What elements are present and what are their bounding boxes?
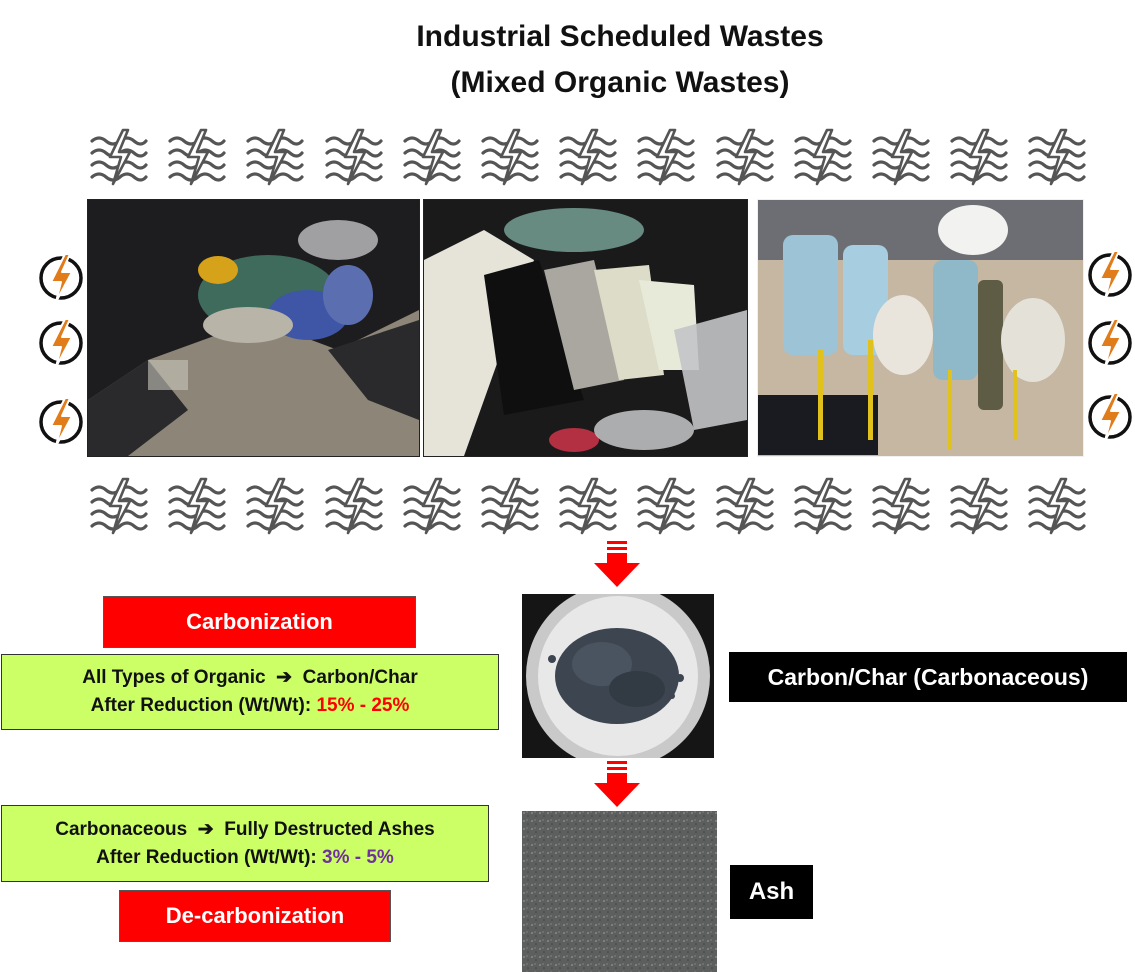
lightning-bolt-circle-icon bbox=[1087, 250, 1133, 300]
heat-wave-lightning-icon bbox=[246, 128, 304, 186]
heat-wave-lightning-icon bbox=[246, 477, 304, 535]
ash-photo bbox=[522, 811, 717, 972]
decarbonization-reduction-line: After Reduction (Wt/Wt): 3% - 5% bbox=[2, 844, 488, 872]
reduction-prefix: After Reduction (Wt/Wt): bbox=[90, 695, 312, 716]
heat-wave-lightning-icon bbox=[794, 128, 852, 186]
decarbonization-conversion-line: Carbonaceous ➔ Fully Destructed Ashes bbox=[2, 816, 488, 844]
heat-wave-row-bottom bbox=[90, 477, 1090, 535]
heat-wave-lightning-icon bbox=[90, 477, 148, 535]
lightning-bolt-circle-icon bbox=[38, 253, 84, 303]
char-label: Carbon/Char (Carbonaceous) bbox=[729, 652, 1127, 702]
waste-photo-filters bbox=[423, 199, 748, 457]
decarbonization-label-text: De-carbonization bbox=[165, 903, 345, 928]
lightning-bolt-circle-icon bbox=[1087, 318, 1133, 368]
down-arrow-icon bbox=[594, 761, 640, 809]
right-arrow-icon: ➔ bbox=[192, 818, 219, 840]
ash-label: Ash bbox=[730, 865, 813, 919]
conversion-from: Carbonaceous bbox=[55, 818, 188, 840]
ash-label-text: Ash bbox=[748, 878, 795, 905]
heat-wave-lightning-icon bbox=[168, 477, 226, 535]
waste-photo-plastic-bags bbox=[87, 199, 420, 457]
heat-wave-lightning-icon bbox=[481, 477, 539, 535]
heat-wave-lightning-icon bbox=[1028, 128, 1086, 186]
title-line-1: Industrial Scheduled Wastes bbox=[416, 20, 824, 53]
reduction-value: 15% - 25% bbox=[316, 695, 410, 716]
title-line-2: (Mixed Organic Wastes) bbox=[450, 66, 790, 99]
heat-wave-lightning-icon bbox=[637, 128, 695, 186]
char-photo bbox=[522, 594, 714, 758]
down-arrow-icon bbox=[594, 541, 640, 589]
waste-photo-face-masks bbox=[757, 199, 1084, 457]
carbonization-conversion-line: All Types of Organic ➔ Carbon/Char bbox=[2, 664, 498, 692]
char-label-text: Carbon/Char (Carbonaceous) bbox=[767, 663, 1089, 690]
heat-wave-lightning-icon bbox=[481, 128, 539, 186]
page-title: Industrial Scheduled Wastes (Mixed Organ… bbox=[0, 14, 1135, 106]
heat-wave-lightning-icon bbox=[950, 128, 1008, 186]
heat-wave-lightning-icon bbox=[715, 477, 774, 535]
heat-wave-lightning-icon bbox=[872, 128, 930, 186]
right-arrow-icon: ➔ bbox=[270, 667, 298, 688]
decarbonization-reduction-box: Carbonaceous ➔ Fully Destructed Ashes Af… bbox=[1, 805, 489, 882]
lightning-bolt-circle-icon bbox=[1087, 392, 1133, 442]
heat-wave-lightning-icon bbox=[559, 128, 617, 186]
lightning-bolt-circle-icon bbox=[38, 397, 84, 447]
heat-wave-lightning-icon bbox=[403, 477, 461, 535]
heat-wave-lightning-icon bbox=[403, 128, 461, 186]
heat-wave-lightning-icon bbox=[950, 477, 1008, 535]
conversion-to: Fully Destructed Ashes bbox=[224, 818, 435, 840]
conversion-from: All Types of Organic bbox=[82, 667, 266, 688]
carbonization-reduction-line: After Reduction (Wt/Wt): 15% - 25% bbox=[2, 692, 498, 720]
heat-wave-lightning-icon bbox=[715, 128, 774, 186]
heat-wave-row-top bbox=[90, 128, 1090, 186]
decarbonization-label: De-carbonization bbox=[119, 890, 391, 942]
heat-wave-lightning-icon bbox=[90, 128, 148, 186]
carbonization-label: Carbonization bbox=[103, 596, 416, 648]
heat-wave-lightning-icon bbox=[794, 477, 852, 535]
lightning-bolt-circle-icon bbox=[38, 318, 84, 368]
heat-wave-lightning-icon bbox=[324, 128, 383, 186]
heat-wave-lightning-icon bbox=[168, 128, 226, 186]
reduction-value: 3% - 5% bbox=[322, 846, 394, 868]
reduction-prefix: After Reduction (Wt/Wt): bbox=[96, 846, 317, 868]
heat-wave-lightning-icon bbox=[324, 477, 383, 535]
carbonization-label-text: Carbonization bbox=[186, 609, 333, 634]
carbonization-reduction-box: All Types of Organic ➔ Carbon/Char After… bbox=[1, 654, 499, 730]
heat-wave-lightning-icon bbox=[559, 477, 617, 535]
conversion-to: Carbon/Char bbox=[302, 667, 418, 688]
heat-wave-lightning-icon bbox=[1028, 477, 1086, 535]
heat-wave-lightning-icon bbox=[872, 477, 930, 535]
heat-wave-lightning-icon bbox=[637, 477, 695, 535]
